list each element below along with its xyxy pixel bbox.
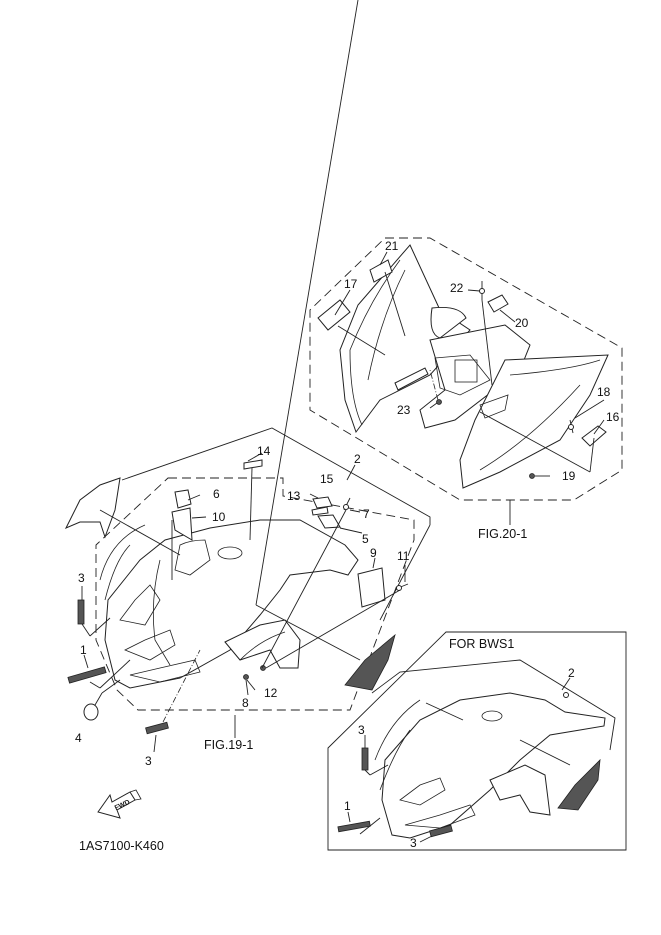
diagram-code: 1AS7100-K460 bbox=[79, 839, 164, 853]
nut-19 bbox=[529, 473, 535, 479]
callout-21: 21 bbox=[385, 239, 399, 253]
plate-9 bbox=[357, 567, 386, 608]
bolt-7 bbox=[343, 497, 351, 511]
variant-box-title: FOR BWS1 bbox=[449, 637, 514, 651]
rear-fender-group: 21 17 22 20 23 18 16 19 FIG.20-1 bbox=[309, 237, 623, 541]
nut-23 bbox=[436, 399, 442, 405]
sticker-15 bbox=[312, 496, 333, 509]
variant-emblem-3-upper bbox=[361, 747, 369, 771]
callout-19: 19 bbox=[562, 469, 576, 483]
callout-4: 4 bbox=[75, 731, 82, 745]
callout-6: 6 bbox=[213, 487, 220, 501]
callout-22: 22 bbox=[450, 281, 464, 295]
callout-23: 23 bbox=[397, 403, 411, 417]
front-fender-dashed-outline bbox=[95, 477, 415, 711]
callout-12: 12 bbox=[264, 686, 278, 700]
variant-emblem-3-lower bbox=[429, 824, 453, 838]
callout-8: 8 bbox=[242, 696, 249, 710]
callout-5: 5 bbox=[362, 532, 369, 546]
variant-callout-1: 1 bbox=[344, 799, 351, 813]
front-side-decal-dark bbox=[344, 633, 396, 691]
sticker-13 bbox=[243, 459, 263, 470]
variant-fender-body bbox=[381, 692, 606, 839]
front-fender-group: 14 2 15 13 6 10 7 5 9 11 3 1 4 8 12 3 FI… bbox=[64, 0, 431, 768]
variant-emblem-1 bbox=[337, 820, 371, 833]
sticker-21 bbox=[369, 259, 393, 283]
sticker-20 bbox=[487, 294, 509, 313]
rear-fender-grab-handle bbox=[430, 307, 467, 339]
variant-box-outline bbox=[327, 631, 627, 851]
sticker-6 bbox=[174, 489, 192, 509]
front-fender-side-decal bbox=[64, 477, 121, 539]
variant-box-bws1: FOR BWS1 2 3 1 3 bbox=[327, 631, 627, 851]
rear-fender-center-tray bbox=[419, 324, 531, 429]
cap-4 bbox=[83, 703, 99, 721]
emblem-3-upper bbox=[77, 599, 85, 625]
sticker-17 bbox=[317, 299, 351, 331]
sticker-5 bbox=[317, 514, 341, 529]
callout-20: 20 bbox=[515, 316, 529, 330]
callout-7: 7 bbox=[363, 507, 370, 521]
sticker-16 bbox=[581, 425, 607, 447]
callout-2: 2 bbox=[354, 452, 361, 466]
emblem-1 bbox=[67, 666, 107, 684]
callout-1: 1 bbox=[80, 643, 87, 657]
variant-callout-2: 2 bbox=[568, 666, 575, 680]
sticker-14 bbox=[311, 506, 329, 516]
callout-16: 16 bbox=[606, 410, 620, 424]
callout-11: 11 bbox=[397, 549, 410, 563]
bolt-18 bbox=[568, 419, 574, 434]
rear-fender-right-panel bbox=[459, 354, 609, 489]
front-fender-solid-outline bbox=[121, 427, 431, 525]
fwd-arrow: FWD bbox=[97, 789, 142, 819]
callout-15: 15 bbox=[320, 472, 334, 486]
callout-18: 18 bbox=[597, 385, 611, 399]
fwd-arrow-icon bbox=[97, 791, 136, 819]
nut-8 bbox=[243, 674, 249, 680]
variant-side-decal-dark bbox=[557, 758, 601, 811]
rear-fender-dashed-outline bbox=[309, 237, 623, 501]
callout-10: 10 bbox=[212, 510, 226, 524]
rear-fender-panel-strip bbox=[394, 367, 429, 391]
bolt-22 bbox=[479, 281, 485, 300]
variant-callout-3-upper: 3 bbox=[358, 723, 365, 737]
callout-14: 13 bbox=[287, 489, 301, 503]
callout-13: 14 bbox=[257, 444, 271, 458]
callout-9: 9 bbox=[370, 546, 377, 560]
sticker-10 bbox=[171, 507, 193, 541]
front-fender-body bbox=[104, 519, 359, 689]
fig-19-caption: FIG.19-1 bbox=[204, 738, 253, 752]
fig-20-caption: FIG.20-1 bbox=[478, 527, 527, 541]
emblem-3-lower bbox=[145, 721, 169, 735]
callout-17: 17 bbox=[344, 277, 358, 291]
variant-callout-3-lower: 3 bbox=[410, 836, 417, 850]
callout-3-lower: 3 bbox=[145, 754, 152, 768]
bolt-11 bbox=[396, 583, 409, 591]
callout-3-upper: 3 bbox=[78, 571, 85, 585]
